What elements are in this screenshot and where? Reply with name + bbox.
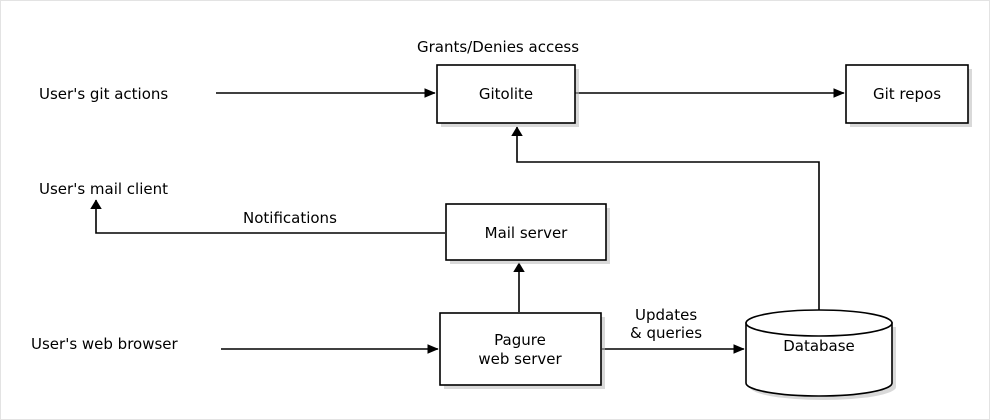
edge-mail-server-to-mail-client (90, 199, 445, 234)
node-pagure-web-server-label-line2: web server (478, 350, 562, 368)
label-users-mail-client: User's mail client (39, 180, 168, 198)
edge-layer (90, 88, 845, 354)
node-layer: Gitolite Git repos Mail server Pagure we… (436, 64, 972, 400)
node-pagure-web-server-label-line1: Pagure (494, 331, 546, 349)
edge-database-to-gitolite (511, 126, 820, 311)
node-mail-server[interactable]: Mail server (445, 203, 610, 264)
label-users-git-actions: User's git actions (39, 85, 168, 103)
label-updates-queries-line2: & queries (630, 324, 702, 342)
label-notifications: Notifications (243, 209, 337, 227)
node-pagure-web-server[interactable]: Pagure web server (439, 312, 605, 389)
node-gitolite-label: Gitolite (479, 85, 533, 103)
node-mail-server-label: Mail server (485, 224, 569, 242)
node-git-repos[interactable]: Git repos (845, 64, 972, 127)
label-updates-queries-line1: Updates (635, 306, 697, 324)
node-git-repos-label: Git repos (873, 85, 941, 103)
node-database[interactable]: Database (745, 309, 896, 400)
node-gitolite[interactable]: Gitolite (436, 64, 579, 127)
label-layer: User's git actions User's mail client Us… (31, 38, 702, 353)
node-database-label: Database (783, 337, 855, 355)
label-grants-denies-access: Grants/Denies access (417, 38, 579, 56)
label-users-web-browser: User's web browser (31, 335, 179, 353)
